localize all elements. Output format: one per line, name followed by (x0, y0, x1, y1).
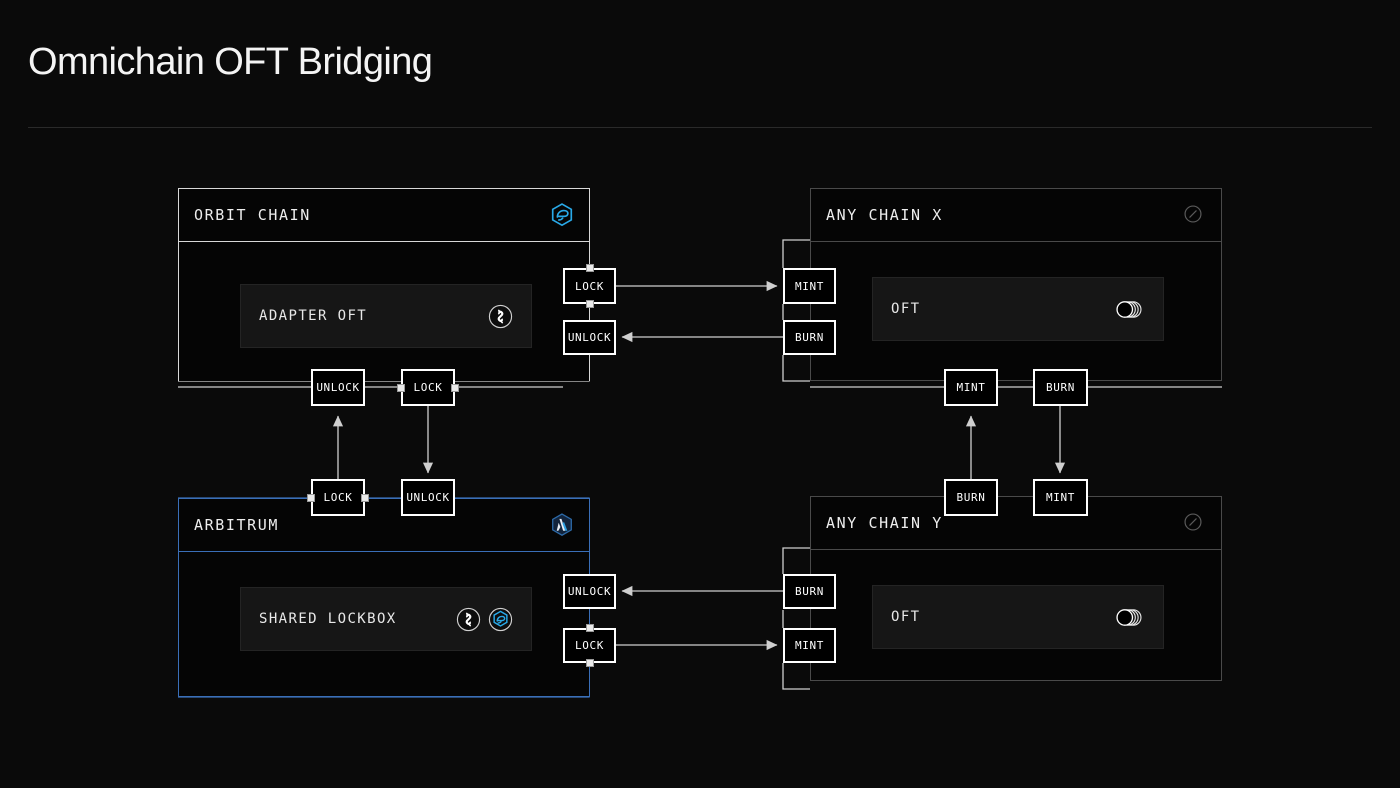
op-label: UNLOCK (567, 331, 612, 344)
op-box-burn-chainx-bottom[interactable]: BURN (1033, 369, 1088, 406)
chain-panel-any-chain-y[interactable]: ANY CHAIN Y OFT (810, 496, 1222, 681)
op-label: MINT (956, 381, 986, 394)
asset-card-adapter-oft[interactable]: ADAPTER OFT (240, 284, 532, 348)
asset-icon-group (488, 304, 513, 329)
asset-label: ADAPTER OFT (259, 308, 368, 324)
op-label: BURN (795, 331, 824, 344)
op-label: LOCK (413, 381, 443, 394)
chain-title-arbitrum: ARBITRUM (194, 516, 280, 534)
op-label: BURN (956, 491, 986, 504)
asset-card-oft-chain-y[interactable]: OFT (872, 585, 1164, 649)
op-box-lock-orbit-bottom[interactable]: LOCK (397, 369, 459, 406)
token-swap-icon (456, 607, 481, 632)
asset-icon-group (1113, 606, 1145, 629)
asset-icon-group (1113, 298, 1145, 321)
chain-title-any-chain-x: ANY CHAIN X (826, 206, 943, 224)
op-label: BURN (795, 585, 824, 598)
op-box-burn-chainx-top[interactable]: BURN (783, 320, 836, 355)
connector-handle-bottom[interactable] (585, 300, 594, 308)
chain-header-orbit-chain: ORBIT CHAIN (179, 189, 589, 242)
op-box-mint-chainx-top[interactable]: MINT (783, 268, 836, 304)
connector-handle-bottom[interactable] (585, 659, 594, 667)
chain-header-any-chain-x: ANY CHAIN X (811, 189, 1221, 242)
chain-title-any-chain-y: ANY CHAIN Y (826, 514, 943, 532)
page-title: Omnichain OFT Bridging (28, 41, 433, 83)
connector-handle-right[interactable] (361, 493, 369, 502)
asset-label: OFT (891, 609, 921, 625)
connector-handle-top[interactable] (585, 624, 594, 632)
orbit-hex-logo-icon (549, 202, 575, 228)
op-label: LOCK (575, 639, 604, 652)
orbit-hex-logo-icon (488, 607, 513, 632)
token-swap-icon (488, 304, 513, 329)
op-box-unlock-arbitrum-right[interactable]: UNLOCK (563, 574, 616, 609)
stacked-coins-icon (1113, 298, 1145, 321)
op-box-lock-orbit-top[interactable]: LOCK (563, 264, 616, 308)
op-box-unlock-orbit-bottom[interactable]: UNLOCK (311, 369, 365, 406)
op-label: UNLOCK (406, 491, 450, 504)
op-label: UNLOCK (316, 381, 360, 394)
op-label: LOCK (323, 491, 353, 504)
op-label: UNLOCK (567, 585, 612, 598)
connector-handle-left[interactable] (397, 383, 405, 392)
op-box-mint-chainx-bottom[interactable]: MINT (944, 369, 998, 406)
connector-handle-right[interactable] (451, 383, 459, 392)
connector-handle-top[interactable] (585, 264, 594, 272)
op-box-unlock-arbitrum-top[interactable]: UNLOCK (401, 479, 455, 516)
unknown-chain-slash-icon (1181, 510, 1207, 536)
op-box-burn-chainy-left[interactable]: BURN (783, 574, 836, 609)
chain-panel-any-chain-x[interactable]: ANY CHAIN X OFT (810, 188, 1222, 381)
chain-panel-orbit-chain[interactable]: ORBIT CHAIN ADAPTER OFT (178, 188, 590, 381)
asset-icon-group (456, 607, 513, 632)
asset-card-shared-lockbox[interactable]: SHARED LOCKBOX (240, 587, 532, 651)
op-label: LOCK (575, 279, 604, 293)
asset-label: SHARED LOCKBOX (259, 611, 397, 627)
op-label: MINT (795, 279, 824, 293)
op-label: BURN (1046, 381, 1075, 394)
op-box-lock-arbitrum-right[interactable]: LOCK (563, 624, 616, 667)
op-box-unlock-orbit-top[interactable]: UNLOCK (563, 320, 616, 355)
arbitrum-hex-logo-icon (549, 512, 575, 538)
op-box-mint-chainy-left[interactable]: MINT (783, 628, 836, 663)
chain-title-orbit-chain: ORBIT CHAIN (194, 206, 311, 224)
connector-handle-left[interactable] (307, 493, 315, 502)
op-box-burn-chainy-top[interactable]: BURN (944, 479, 998, 516)
op-box-mint-chainy-top[interactable]: MINT (1033, 479, 1088, 516)
chain-header-arbitrum: ARBITRUM (179, 499, 589, 552)
asset-card-oft-chain-x[interactable]: OFT (872, 277, 1164, 341)
chain-panel-arbitrum[interactable]: ARBITRUM SHARED LOCKBOX (178, 498, 590, 697)
op-box-lock-arbitrum-top[interactable]: LOCK (307, 479, 369, 516)
asset-label: OFT (891, 301, 921, 317)
stacked-coins-icon (1113, 606, 1145, 629)
op-label: MINT (1046, 491, 1075, 504)
chain-header-any-chain-y: ANY CHAIN Y (811, 497, 1221, 550)
title-divider (28, 127, 1372, 128)
op-label: MINT (795, 639, 824, 652)
unknown-chain-slash-icon (1181, 202, 1207, 228)
